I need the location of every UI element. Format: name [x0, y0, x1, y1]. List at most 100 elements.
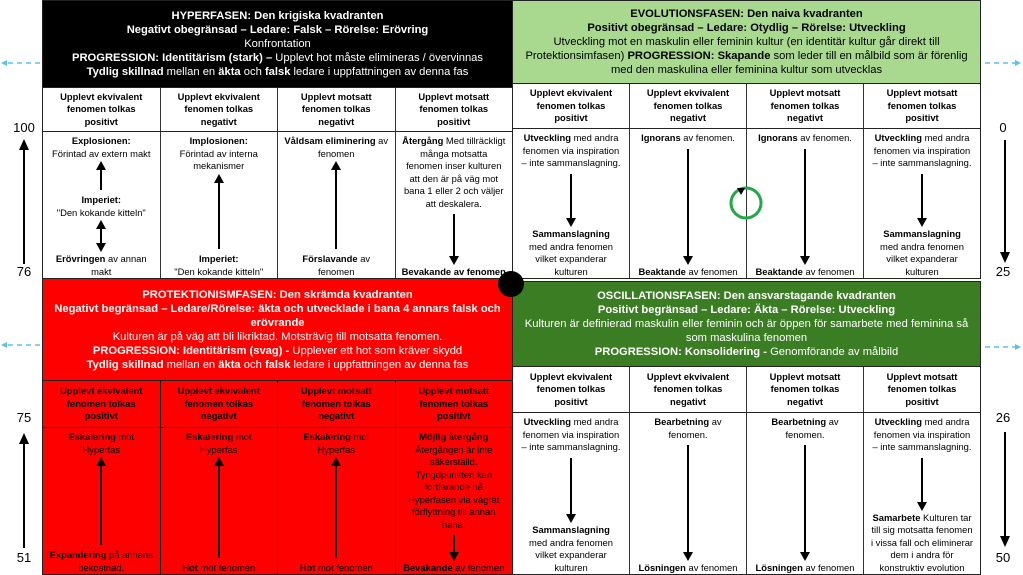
bold-text: EVOLUTIONSFASEN: Den naiva kvadranten	[630, 8, 863, 20]
text: med andra fenomen vilket expanderar kult…	[529, 536, 613, 573]
quadrant-oscillationsfasen: OSCILLATIONSFASEN: Den ansvarstagande kv…	[512, 281, 981, 575]
right-axis-arrow-bottom	[1000, 432, 1010, 547]
phenomenon-cell: Återgång Med tillräckligt många motsatta…	[396, 132, 513, 278]
bold-text: Beaktande	[638, 265, 686, 277]
text: Upplevt hot måste elimineras / övervinna…	[275, 52, 483, 64]
column-header-row: Upplevt ekvivalent fenomen tolkas positi…	[43, 88, 512, 132]
text: av fenomen.	[668, 416, 722, 440]
dashed-arrow-right-top	[985, 60, 1021, 66]
arrow-down-icon	[917, 457, 927, 511]
column-header: Upplevt ekvivalent fenomen tolkas negati…	[161, 381, 278, 427]
hyperfasen-header-line: Tydlig skillnad mellan en äkta och falsk…	[87, 65, 469, 79]
arrow-up-icon	[96, 457, 107, 545]
hyperfasen-header-line: Konfrontation	[244, 37, 311, 51]
cell-text: Bevakande av fenomen	[403, 562, 504, 575]
oscillationsfasen-header-line: Kulturen är definierad maskulin eller fe…	[519, 317, 974, 345]
text: av fenomen	[685, 265, 738, 277]
bold-text: Imperiet:	[198, 253, 239, 264]
bold-text: Förslavande	[302, 253, 358, 264]
dashed-arrow-right-bottom	[985, 344, 1021, 350]
bold-text: falsk	[264, 358, 291, 371]
column-header: Upplevt motsatt fenomen tolkas positivt	[886, 87, 958, 124]
text: av fenomen	[452, 561, 505, 573]
oscillationsfasen-header-line: Positivt begränsad – Ledare: Äkta – Röre…	[598, 303, 895, 317]
right-axis-label-top: 0	[999, 120, 1007, 135]
text: med andra fenomen via inspiration – inte…	[521, 416, 621, 452]
text: mot fenomen	[197, 561, 256, 573]
arrowhead	[917, 501, 927, 511]
bold-text: Utveckling	[523, 132, 571, 143]
arrow-down-icon	[683, 148, 693, 265]
column-header-row: Upplevt ekvivalent fenomen tolkas positi…	[43, 381, 512, 428]
evolutionsfasen-title: EVOLUTIONSFASEN: Den naiva kvadranten	[630, 7, 863, 21]
bold-text: Eskalering	[68, 431, 116, 442]
cell-text: Våldsam eliminering av fenomen	[284, 135, 389, 160]
text: Kulturen tar till sig motsatta fenomen i…	[870, 511, 974, 573]
left-axis-arrow-top	[19, 139, 29, 264]
text: med andra fenomen vilket expanderar kult…	[529, 240, 613, 277]
arrow-up-icon	[331, 457, 342, 558]
cell-text: Beaktande av fenomen	[638, 266, 737, 279]
column-header: Upplevt ekvivalent fenomen tolkas positi…	[43, 381, 161, 427]
bold-text: Beaktande	[755, 265, 803, 277]
quadrant-body-row: Utveckling med andra fenomen via inspira…	[513, 413, 980, 574]
bold-text: Möjlig återgång	[419, 431, 489, 442]
text: med andra fenomen via inspiration – inte…	[521, 132, 621, 168]
arrow-up-icon	[213, 173, 224, 249]
left-axis-arrow-bottom	[19, 433, 29, 548]
phenomenon-cell: Bearbetning av fenomen.Lösningen av feno…	[747, 413, 864, 574]
bold-text: Utveckling	[874, 416, 922, 427]
bold-text: Positivt begränsad – Ledare: Äkta – Röre…	[597, 304, 896, 316]
text: mot fenomen	[315, 561, 373, 573]
text: Med tillräckligt många motsatta fenomen …	[403, 135, 506, 209]
cell-text: Eskalering mot Hyperfas	[284, 431, 389, 456]
cell-text: Erövringen av annan makt	[49, 253, 154, 278]
column-header: Upplevt ekvivalent fenomen tolkas positi…	[513, 367, 630, 412]
column-header: Upplevt ekvivalent fenomen tolkas negati…	[630, 367, 747, 412]
bold-text: Tydlig skillnad	[86, 66, 164, 78]
text: av fenomen.	[785, 416, 839, 440]
column-header: Upplevt motsatt fenomen tolkas positivt	[418, 90, 490, 127]
text: av fenomen	[318, 135, 389, 159]
column-header: Upplevt motsatt fenomen tolkas negativt	[278, 88, 396, 131]
text: Kulturen är definierad maskulin eller fe…	[524, 318, 969, 344]
left-axis-label: 75	[16, 410, 32, 425]
text: mellan en	[163, 358, 219, 371]
bold-text: falsk	[264, 66, 291, 78]
text: mellan en	[163, 66, 219, 78]
cell-text: Bearbetning av fenomen.	[753, 416, 857, 441]
quadrant-protektionismfasen: PROTEKTIONISMFASEN: Den skrämda kvadrant…	[42, 278, 513, 575]
evolutionsfasen-header-line: Positivt obegränsad – Ledare: Otydlig – …	[587, 21, 905, 35]
arrowhead	[800, 255, 810, 265]
arrowhead	[448, 255, 459, 265]
left-axis-label-bottom: 51	[16, 550, 32, 565]
text: Förintad av interna mekanismer	[179, 147, 258, 172]
arrowhead	[800, 551, 810, 561]
bold-text: Hot	[182, 561, 198, 573]
evolutionsfasen-header-line: Utveckling mot en maskulin eller feminin…	[519, 35, 974, 77]
column-header: Upplevt motsatt fenomen tolkas negativt	[747, 367, 864, 412]
bold-text: Bearbetning	[771, 416, 827, 427]
column-header: Upplevt motsatt fenomen tolkas positivt	[418, 385, 490, 422]
cell-text: Eskalering mot Hyperfas	[167, 431, 272, 456]
oscillationsfasen-header-line: PROGRESSION: Konsolidering - Genomförand…	[595, 345, 898, 359]
bold-text: OSCILLATIONSFASEN: Den ansvarstagande kv…	[597, 290, 896, 302]
text: av fenomen	[802, 265, 855, 277]
cell-text: Sammanslagning med andra fenomen vilket …	[870, 228, 974, 278]
arrow-down-icon	[683, 445, 693, 561]
bold-text: PROGRESSION: Skapande	[627, 50, 771, 62]
bold-text: Explosionen:	[71, 135, 131, 146]
arrowhead	[566, 218, 576, 227]
bold-text: PROTEKTIONISMFASEN: Den skrämda kvadrant…	[142, 288, 413, 301]
dashed-arrow-left-bottom	[1, 342, 40, 348]
protektionismfasen-header: PROTEKTIONISMFASEN: Den skrämda kvadrant…	[43, 279, 512, 381]
quadrant-body-row: Utveckling med andra fenomen via inspira…	[513, 129, 980, 278]
cell-text: Hot mot fenomen	[300, 562, 373, 575]
arrowhead	[683, 551, 693, 561]
bold-text: Utveckling	[523, 416, 571, 427]
cell-text: Imperiet: "Den kokande kitteln"	[57, 194, 146, 219]
